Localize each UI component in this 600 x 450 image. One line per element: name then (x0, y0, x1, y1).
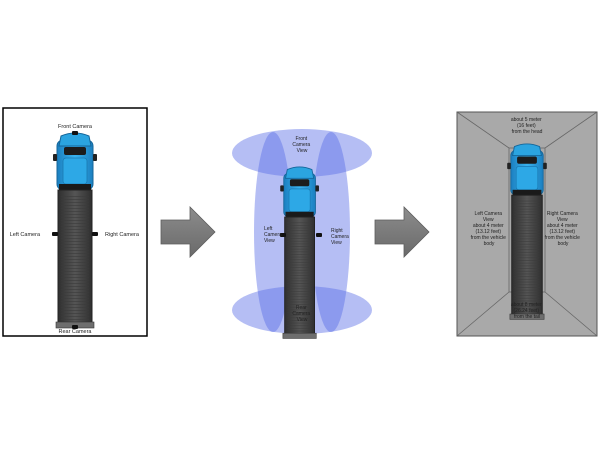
left-coverage-area (254, 132, 292, 332)
front-distance-label: about 5 meter (16 feet) from the head (511, 117, 543, 135)
front-camera-view-label: Front Camera View (292, 136, 311, 154)
rear-camera-view-label: Rear Camera View (292, 305, 311, 323)
arrow-right-icon (374, 206, 430, 258)
right-camera-icon (316, 233, 322, 237)
right-coverage-area (312, 132, 350, 332)
right-camera-view-label: Right Camera View (331, 228, 350, 246)
left-distance-label: Left Camera View about 4 meter (13.12 fe… (471, 211, 508, 247)
panel-camera-views: Front Camera View Left Camera View Right… (232, 129, 372, 339)
left-camera-icon (52, 232, 58, 236)
panel-coverage-distances: about 5 meter (16 feet) from the head Le… (456, 111, 598, 337)
right-distance-label: Right Camera View about 4 meter (13.12 f… (545, 211, 582, 247)
front-camera-icon (72, 131, 78, 135)
right-camera-label: Right Camera (105, 232, 140, 238)
front-camera-label: Front Camera (58, 124, 93, 130)
left-camera-view-label: Left Camera View (264, 226, 283, 244)
arrow-right-icon (160, 206, 216, 258)
right-camera-icon (92, 232, 98, 236)
rear-distance-label: about 8 meter (26.24 feet) from the tail (511, 302, 543, 320)
left-camera-label: Left Camera (10, 232, 41, 238)
front-coverage-area (232, 129, 372, 177)
rear-camera-label: Rear Camera (58, 329, 92, 335)
panel-camera-positions: Front Camera Left Camera Right Camera Re… (2, 107, 148, 337)
